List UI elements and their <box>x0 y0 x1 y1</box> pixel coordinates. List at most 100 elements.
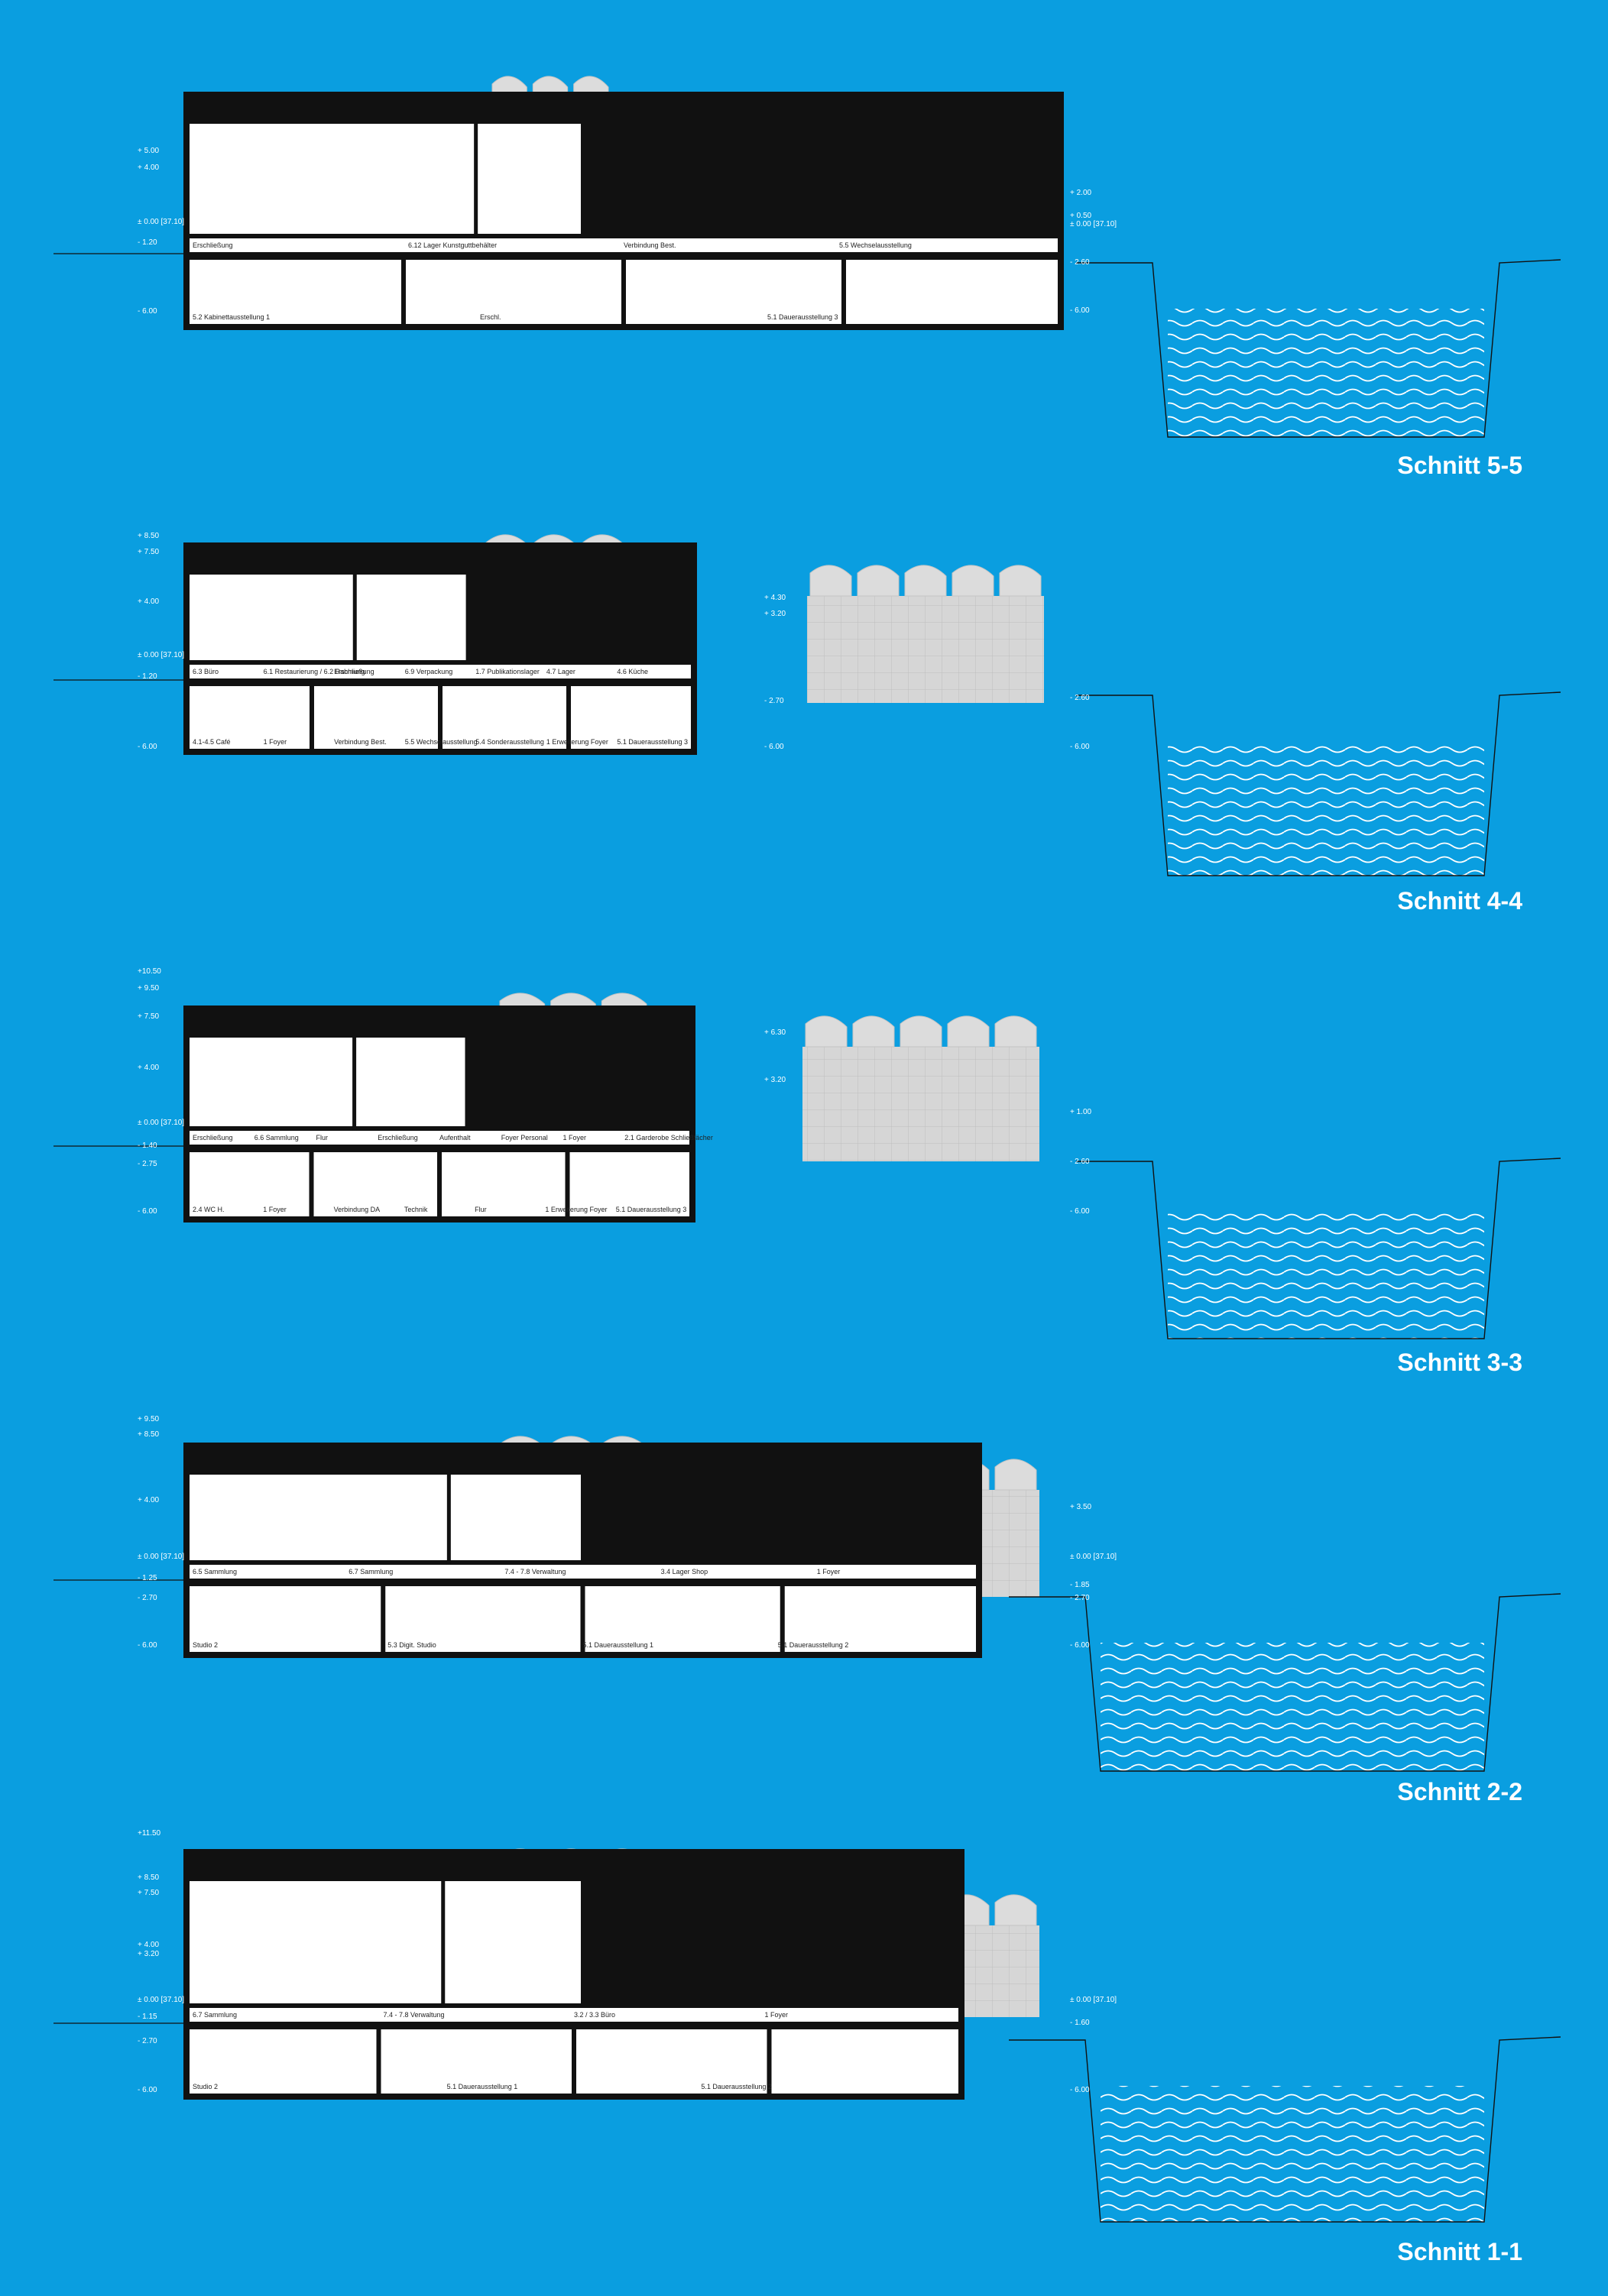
room-label: 1 Erweiterung Foyer <box>546 738 608 746</box>
partition-wall <box>309 1152 314 1216</box>
basin-outline <box>1076 1158 1561 1339</box>
level-label: + 2.00 <box>1070 189 1092 197</box>
level-label: + 8.50 <box>138 1430 160 1439</box>
level-label: + 8.50 <box>138 1873 160 1882</box>
water-waves <box>1168 741 1484 876</box>
room-label: 1 Foyer <box>264 738 287 746</box>
room-label: Erschließung <box>193 241 233 249</box>
level-label: + 3.20 <box>764 1076 786 1084</box>
section-2: + 8.50+ 7.50+ 4.00± 0.00 [37.10]- 1.20- … <box>53 532 1561 915</box>
room-label: 5.4 Sonderausstellung <box>475 738 544 746</box>
level-label: - 1.15 <box>138 2013 157 2021</box>
existing-building <box>802 1015 1039 1161</box>
section-title: Schnitt 5-5 <box>1397 452 1522 479</box>
water-waves <box>1101 1643 1484 1771</box>
room-label: Foyer Personal <box>501 1134 548 1142</box>
room-label: 3.2 / 3.3 Büro <box>574 2011 615 2019</box>
room-label: 5.1 Dauerausstellung 2 <box>701 2083 772 2090</box>
level-label: ± 0.00 [37.10] <box>1070 220 1117 228</box>
level-label: - 2.60 <box>1070 694 1090 702</box>
upper-floor <box>190 575 466 660</box>
water-waves <box>1168 309 1484 437</box>
shed-roof <box>994 1894 1037 1926</box>
level-label: ± 0.00 [37.10] <box>1070 1553 1117 1561</box>
room-label: Erschl. <box>480 313 501 321</box>
ground-floor <box>190 1565 976 1579</box>
level-label: + 4.00 <box>138 1941 160 1949</box>
room-label: Technik <box>404 1206 428 1213</box>
water-basin <box>1009 1593 1561 1772</box>
water-waves <box>1101 2086 1484 2222</box>
level-label: + 8.50 <box>138 532 160 540</box>
level-label: - 2.60 <box>1070 1158 1090 1166</box>
level-label: - 1.20 <box>138 238 157 247</box>
room-label: 5.1 Dauerausstellung 1 <box>583 1641 654 1649</box>
room-label: 6.9 Verpackung <box>405 668 453 675</box>
room-label: Flur <box>475 1206 487 1213</box>
room-label: 5.5 Wechselausstellung <box>405 738 478 746</box>
room-label: 6.5 Sammlung <box>193 1568 237 1575</box>
room-label: 5.5 Wechselausstellung <box>839 241 912 249</box>
level-label: - 1.20 <box>138 672 157 681</box>
level-label: ± 0.00 [37.10] <box>138 1119 184 1127</box>
partition-wall <box>572 2029 576 2094</box>
level-label: + 0.50 <box>1070 212 1092 220</box>
level-label: + 4.00 <box>138 1064 160 1072</box>
existing-facade <box>802 1047 1039 1161</box>
level-label: ± 0.00 [37.10] <box>138 1553 184 1561</box>
level-label: + 3.20 <box>138 1950 160 1958</box>
room-label: 3.4 Lager Shop <box>661 1568 708 1575</box>
room-label: Erschließung <box>193 1134 233 1142</box>
partition-wall <box>621 260 626 324</box>
room-label: 1.7 Publikationslager <box>475 668 540 675</box>
level-label: - 6.00 <box>1070 743 1090 751</box>
room-label: 5.1 Dauerausstellung 2 <box>778 1641 849 1649</box>
partition-wall <box>401 260 406 324</box>
shed-roof <box>900 1015 942 1048</box>
level-label: - 2.70 <box>138 2037 157 2045</box>
section-title: Schnitt 1-1 <box>1397 2238 1522 2265</box>
room-label: Flur <box>316 1134 329 1142</box>
level-label: + 9.50 <box>138 984 160 993</box>
room-label: 5.1 Dauerausstellung 3 <box>767 313 838 321</box>
room-label: 6.6 Sammlung <box>254 1134 299 1142</box>
room-label: 5.3 Digit. Studio <box>387 1641 436 1649</box>
room-label: 6.1 Restaurierung / 6.2 Rahmung <box>264 668 365 675</box>
ground-floor <box>190 1131 689 1145</box>
existing-facade <box>807 596 1044 703</box>
upper-floor <box>190 1475 581 1560</box>
partition-wall <box>566 686 571 749</box>
level-label: - 2.60 <box>1070 258 1090 267</box>
level-label: + 4.30 <box>764 594 786 602</box>
ground-floor <box>190 238 1058 252</box>
partition-wall <box>352 1038 357 1131</box>
shed-roof <box>852 1015 895 1048</box>
water-waves <box>1168 1207 1484 1339</box>
level-label: + 4.00 <box>138 1496 160 1504</box>
level-label: - 1.85 <box>1070 1581 1090 1589</box>
room-label: Verbindung Best. <box>624 241 676 249</box>
level-label: - 6.00 <box>1070 1207 1090 1216</box>
upper-floor <box>190 1881 581 2003</box>
level-label: - 2.75 <box>138 1160 157 1168</box>
room-label: Verbindung DA <box>334 1206 381 1213</box>
level-label: - 1.40 <box>138 1142 157 1150</box>
shed-roof <box>994 1015 1037 1048</box>
water-basin <box>1076 1158 1561 1339</box>
level-label: +11.50 <box>138 1829 161 1838</box>
room-label: Studio 2 <box>193 2083 218 2090</box>
level-label: + 7.50 <box>138 548 160 556</box>
room-label: Verbindung Best. <box>334 738 387 746</box>
existing-building <box>807 565 1044 703</box>
room-label: 7.4 - 7.8 Verwaltung <box>504 1568 566 1575</box>
partition-wall <box>310 686 314 749</box>
shed-roof <box>999 565 1042 597</box>
room-label: Studio 2 <box>193 1641 218 1649</box>
room-label: 2.4 WC H. <box>193 1206 225 1213</box>
room-label: 5.1 Dauerausstellung 3 <box>616 1206 687 1213</box>
level-label: - 6.00 <box>138 1207 157 1216</box>
basin-outline <box>1009 2036 1561 2223</box>
section-1: + 5.00+ 4.00± 0.00 [37.10]- 1.20- 6.00+ … <box>53 76 1561 479</box>
level-label: + 7.50 <box>138 1889 160 1897</box>
